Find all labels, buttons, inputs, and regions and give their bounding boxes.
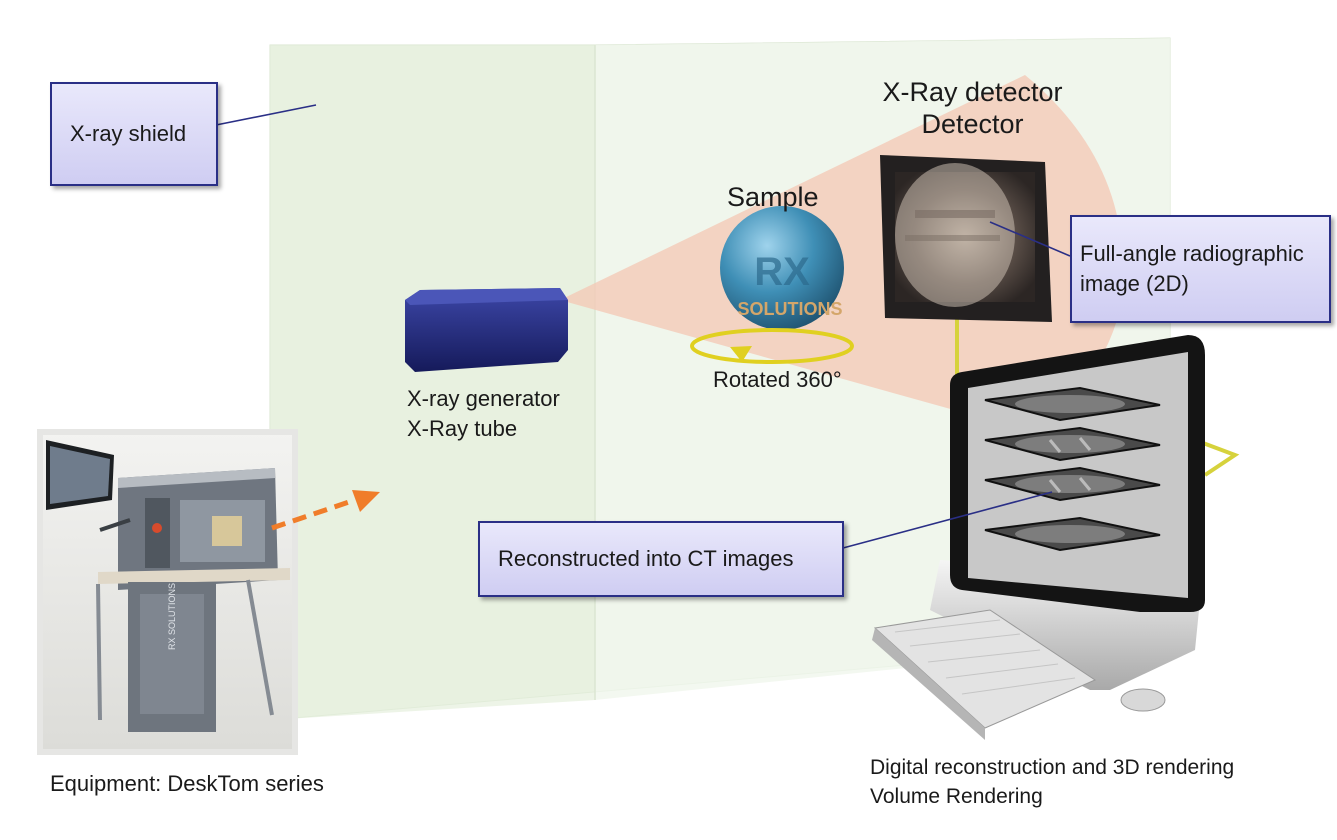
full-angle-text-line1: Full-angle radiographic — [1080, 241, 1304, 266]
detector-title: X-Ray detector Detector — [870, 75, 1075, 141]
generator-label: X-ray generator X-Ray tube — [407, 384, 560, 444]
full-angle-leader — [989, 221, 1071, 257]
sample-label: Sample — [727, 182, 819, 212]
reconstructed-callout: Reconstructed into CT images — [478, 521, 844, 597]
rendering-caption: Digital reconstruction and 3D rendering … — [870, 753, 1234, 811]
reconstructed-leader — [842, 491, 1053, 549]
detector-title-line2: Detector — [921, 109, 1024, 139]
xray-shield-callout: X-ray shield — [50, 82, 218, 186]
equipment-caption: Equipment: DeskTom series — [50, 771, 324, 796]
reconstructed-text: Reconstructed into CT images — [498, 546, 794, 571]
svg-text:RX: RX — [754, 250, 810, 294]
svg-text:RX SOLUTIONS: RX SOLUTIONS — [167, 583, 177, 650]
svg-text:SOLUTIONS: SOLUTIONS — [737, 299, 842, 319]
sample-sphere: RX SOLUTIONS — [720, 206, 844, 330]
computer-workstation — [872, 335, 1205, 740]
full-angle-text-line2: image (2D) — [1080, 271, 1189, 296]
dashed-orange-arrow — [271, 490, 380, 531]
generator-label-line1: X-ray generator — [407, 386, 560, 411]
xray-generator-block — [405, 288, 568, 372]
generator-label-line2: X-Ray tube — [407, 416, 518, 441]
equipment-photo: RX SOLUTIONS — [37, 429, 298, 755]
monitor-cable — [1194, 438, 1240, 477]
rotation-arrow-icon — [690, 328, 854, 364]
xray-shield-text: X-ray shield — [70, 121, 187, 146]
rendering-caption-line2: Volume Rendering — [870, 785, 1043, 808]
xray-shield-leader — [215, 104, 317, 126]
rotated-label: Rotated 360° — [713, 367, 842, 392]
detector-panel — [880, 155, 1052, 322]
rendering-caption-line1: Digital reconstruction and 3D rendering — [870, 756, 1235, 779]
detector-title-line1: X-Ray detector — [882, 77, 1063, 107]
full-angle-callout: Full-angle radiographic image (2D) — [1070, 215, 1331, 323]
